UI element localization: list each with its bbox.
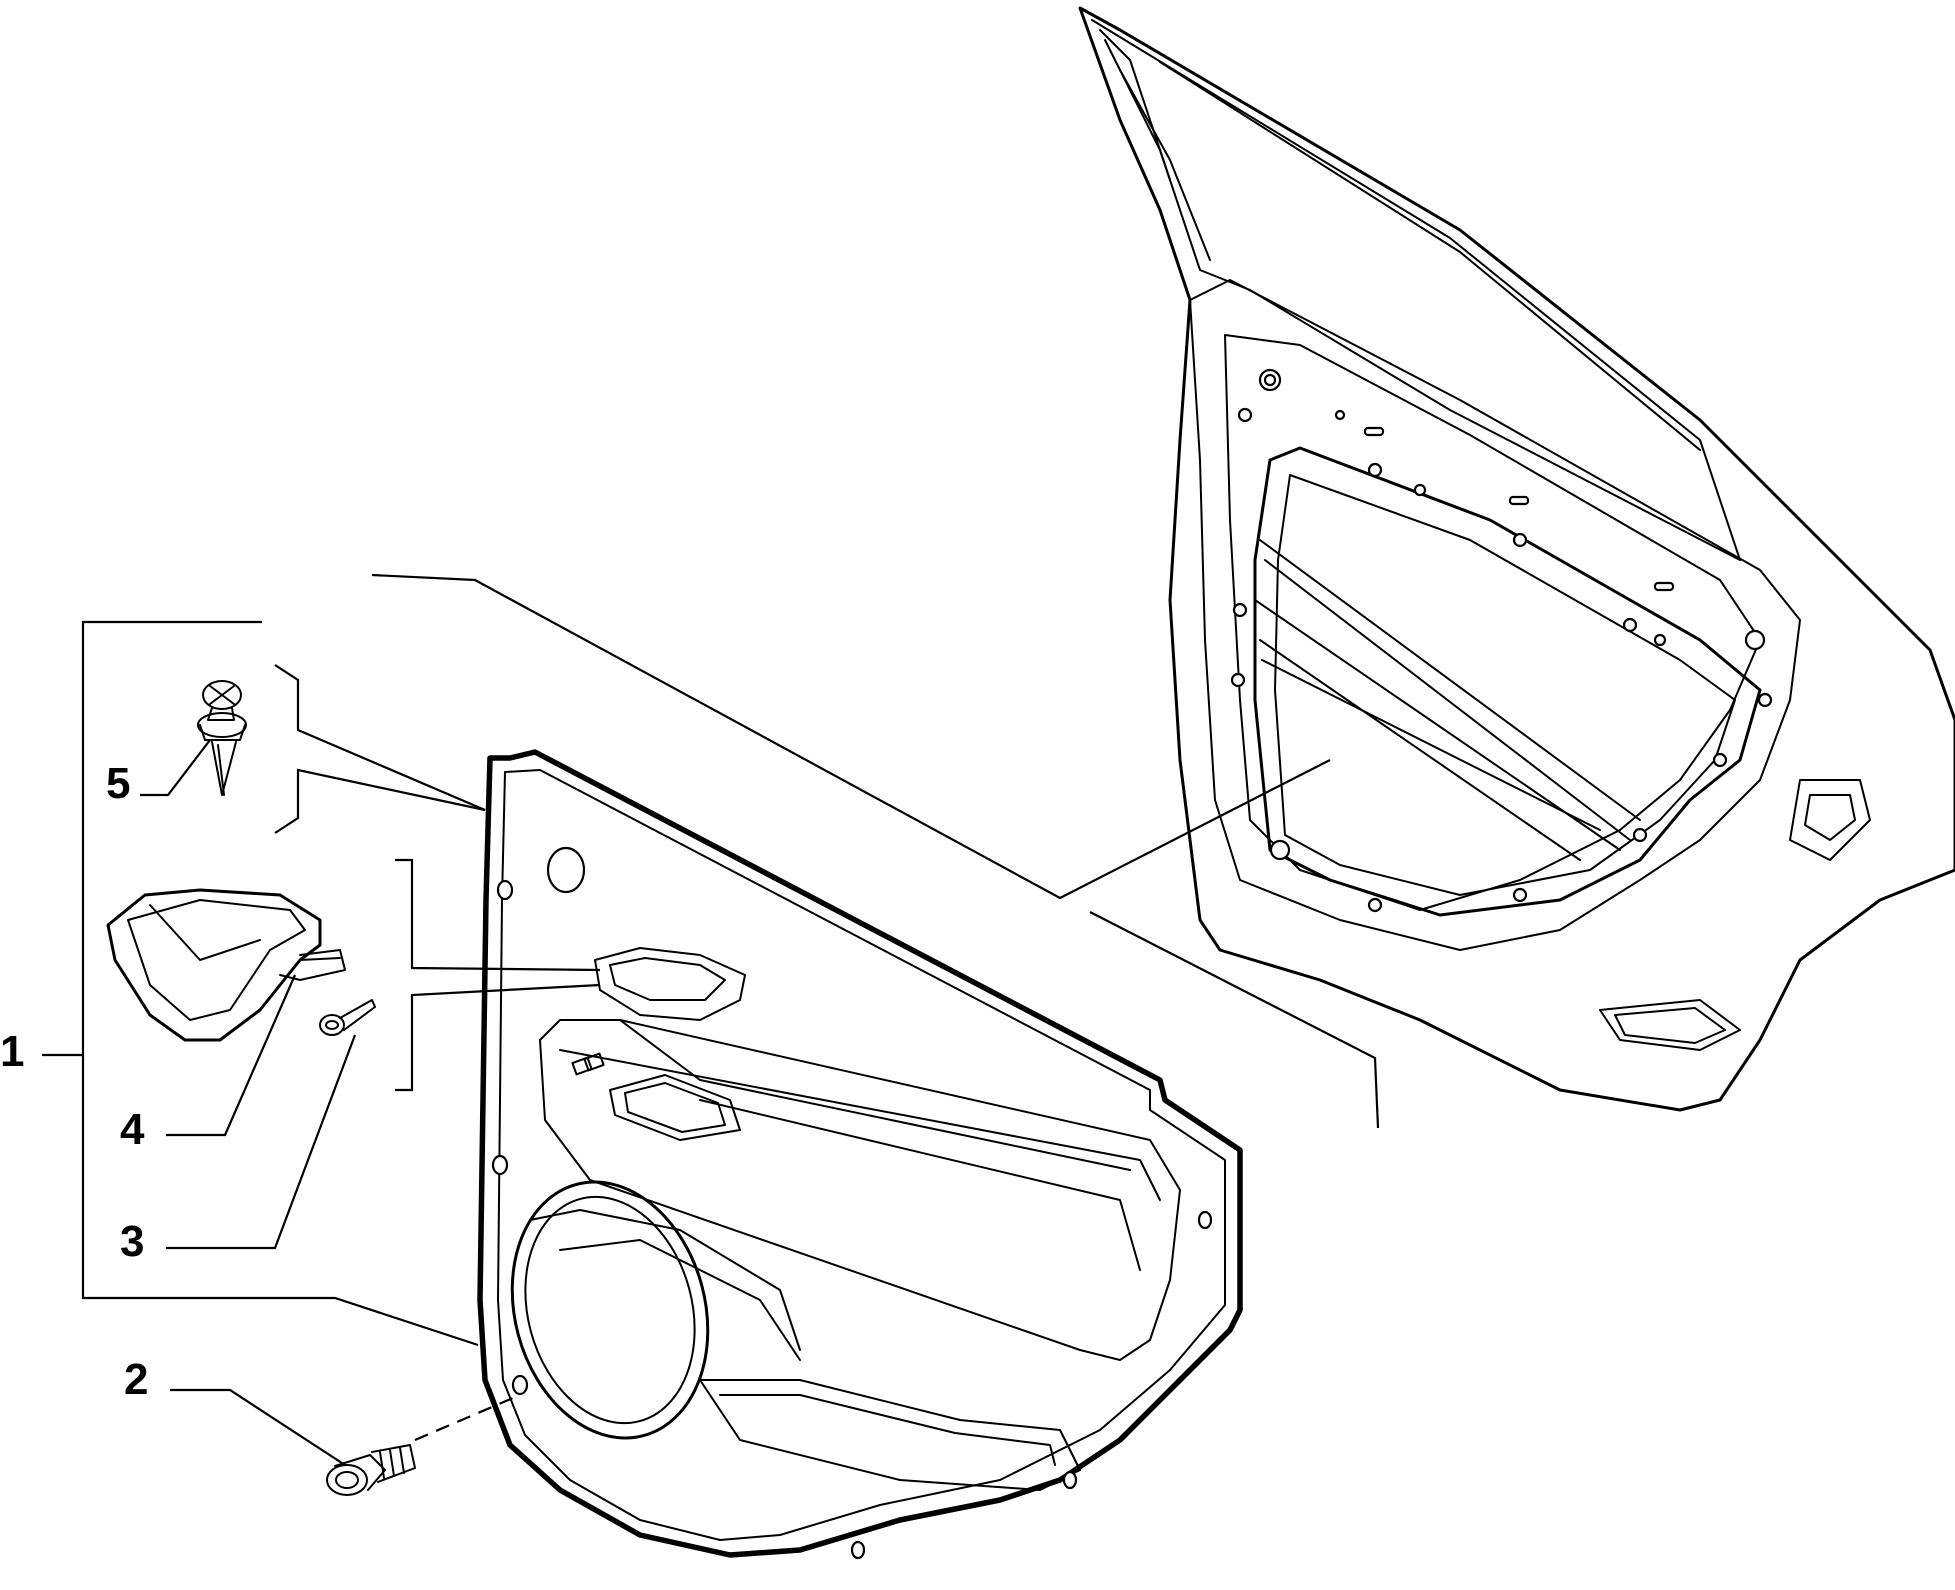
callout-3: 3 [120,1217,145,1266]
callout-1: 1 [0,1027,25,1076]
callout-4: 4 [120,1105,145,1154]
bolt-part [326,1444,416,1496]
leader-lines [42,573,1380,1466]
push-clip-part [197,680,247,796]
door-trim-panel [477,749,1243,1560]
door-frame-shell [1078,6,1955,1112]
callout-5: 5 [106,759,131,808]
small-screw-part [319,999,376,1036]
callout-2: 2 [124,1355,149,1404]
cover-trim-part [106,888,346,1042]
